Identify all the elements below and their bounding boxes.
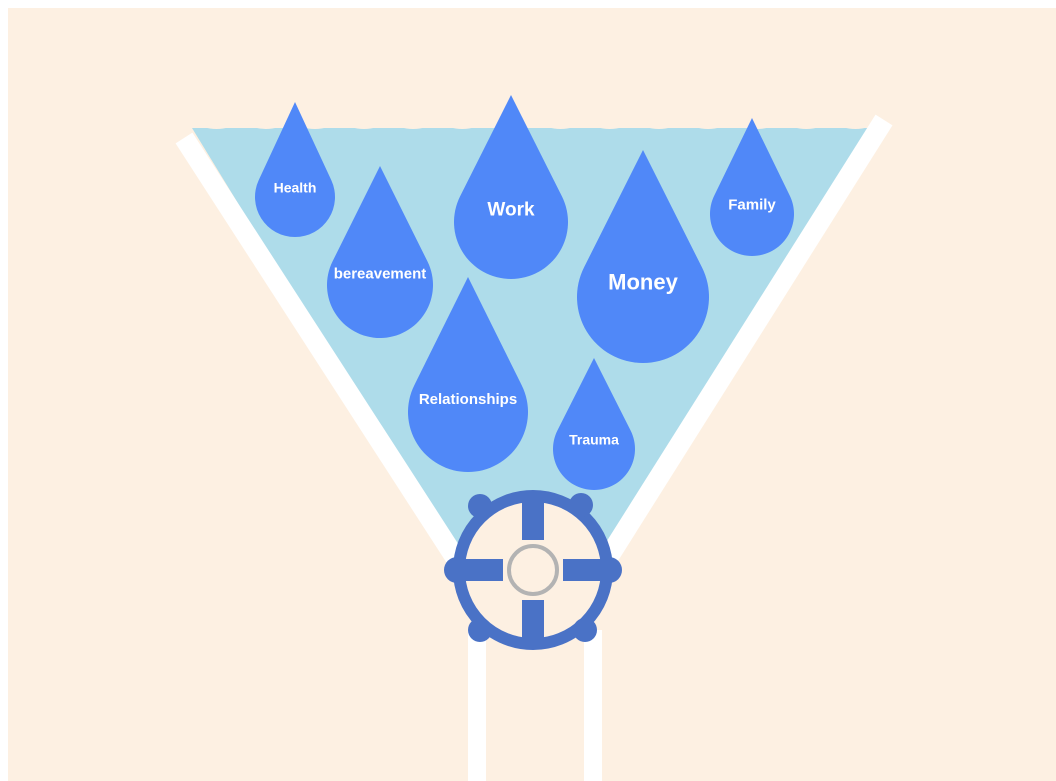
funnel-right-wall	[599, 114, 893, 564]
water-surface-waves	[192, 80, 880, 129]
drop-shape	[255, 102, 335, 238]
drop-relationships: Relationships	[408, 277, 528, 472]
funnel-left-wall	[175, 132, 467, 568]
outlet-pipe-right-wall	[584, 630, 602, 781]
drop-label-bereavement: bereavement	[334, 265, 427, 282]
drop-family: Family	[710, 118, 794, 257]
drop-shape	[710, 118, 794, 257]
valve-wheel-icon	[444, 490, 622, 650]
drop-bereavement: bereavement	[327, 166, 433, 339]
drop-shape	[408, 277, 528, 472]
drop-label-relationships: Relationships	[419, 391, 517, 408]
drop-shape	[577, 150, 710, 364]
drop-trauma: Trauma	[553, 358, 635, 491]
drop-shape	[553, 358, 635, 491]
drop-shape	[327, 166, 433, 339]
outlet-pipe-left-wall	[468, 630, 486, 781]
drop-label-trauma: Trauma	[569, 432, 619, 448]
drop-label-family: Family	[728, 197, 776, 214]
drop-label-money: Money	[608, 270, 678, 295]
drop-money: Money	[577, 150, 710, 364]
drop-health: Health	[255, 102, 335, 238]
drop-work: Work	[454, 95, 568, 279]
valve-hub	[507, 544, 559, 596]
drop-shape	[454, 95, 568, 279]
drop-label-health: Health	[274, 180, 317, 196]
drop-label-work: Work	[487, 200, 535, 221]
